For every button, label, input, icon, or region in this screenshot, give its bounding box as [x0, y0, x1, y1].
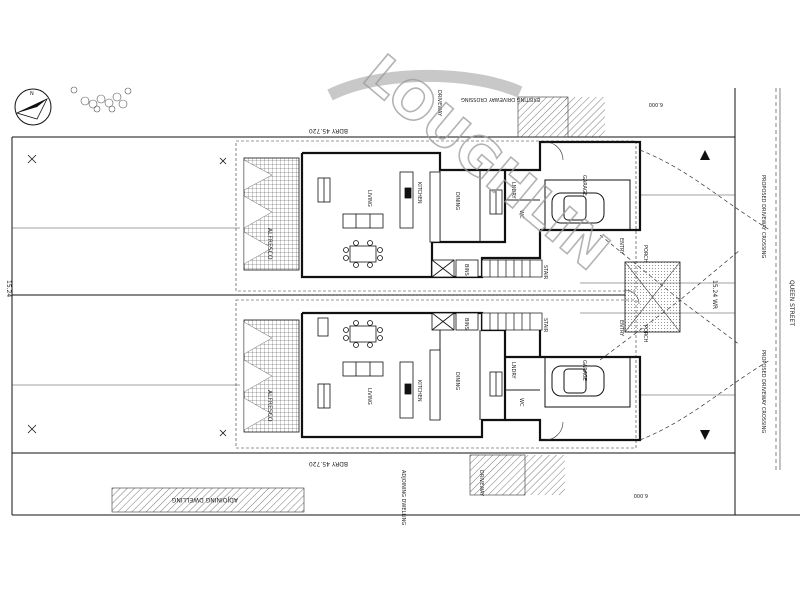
door-swing: [544, 141, 640, 441]
stair-icon: [481, 259, 543, 331]
dining-table-icon: [343, 240, 383, 348]
alfresco-label-2: ALFRESCO: [266, 390, 273, 422]
porch-label-1: PORCH: [642, 245, 648, 263]
kitchen-label-2: KITCHEN: [416, 380, 422, 402]
entry-label-1: ENTRY: [618, 238, 624, 255]
kitchen-label-1: KITCHEN: [416, 182, 422, 204]
wc-label-1: WC: [518, 210, 524, 219]
window-icons: [317, 177, 503, 409]
watermark-arc: [327, 69, 523, 101]
bin-label-2: BINS: [463, 318, 469, 330]
dining-label-2: DINING: [454, 372, 460, 390]
porch-label-2: PORCH: [642, 325, 648, 343]
garage-outline: [544, 179, 631, 408]
boundary-bottom-label: BDRY 45.720: [309, 460, 348, 467]
garage-label-1: GARAGE: [581, 175, 587, 196]
proposed-crossover-top-label: PROPOSED DRIVEWAY CROSSING: [760, 175, 766, 258]
stair-label-2: STAIR: [542, 318, 548, 333]
boundary-right-label: 15.24 WR: [711, 280, 718, 309]
sofa-icon: [342, 213, 384, 377]
setback-outline: [235, 140, 637, 449]
laundry-label-1: LNDRY: [510, 182, 516, 200]
boundary-left-label: 15.24: [5, 280, 12, 297]
living-label-1: LIVING: [366, 190, 372, 207]
living-label-2: LIVING: [366, 388, 372, 405]
adjoining-dwelling-label: ADJOINING DWELLING: [171, 496, 238, 503]
porch-area: [624, 261, 681, 333]
laundry-label-2: LNDRY: [510, 362, 516, 380]
proposed-crossover-bottom-label: PROPOSED DRIVEWAY CROSSING: [760, 350, 766, 433]
north-arrow-icon: [14, 88, 52, 126]
existing-driveway-label: EXISTING DRIVEWAY CROSSING: [461, 96, 540, 102]
survey-marker-icon: [27, 154, 227, 437]
boundary-top-label: BDRY 45.720: [309, 127, 348, 134]
adjoining-dwelling-top-label: ADJOINING DWELLING: [400, 470, 406, 525]
entry-label-2: ENTRY: [618, 320, 624, 337]
level-marker-icon: [700, 150, 710, 440]
dimension-top-label: 6.000: [649, 101, 663, 107]
dimension-bottom-label: 6.000: [634, 492, 648, 498]
alfresco-label-1: ALFRESCO: [266, 228, 273, 260]
driveway-curve: [599, 149, 771, 441]
street-edge: [775, 88, 781, 470]
street-label: QUEEN STREET: [788, 280, 795, 326]
stair-label-1: STAIR: [542, 265, 548, 280]
alfresco-area: [243, 157, 300, 433]
north-label: N: [30, 91, 34, 97]
dining-label-1: DINING: [454, 192, 460, 210]
bin-label-1: BINS: [463, 264, 469, 276]
wc-label-2: WC: [518, 398, 524, 407]
tree-cluster-icon: [70, 86, 132, 113]
driveway-bottom-label: DRIVEWAY: [478, 470, 484, 497]
car-icon: [551, 192, 605, 397]
driveway-hatch: [469, 96, 605, 496]
garage-label-2: GARAGE: [581, 360, 587, 381]
driveway-top-label: DRIVEWAY: [436, 90, 442, 117]
kitchen-bench: [399, 171, 441, 421]
adjoining-dwelling-block: [111, 487, 305, 513]
laundry-box: [431, 259, 479, 331]
